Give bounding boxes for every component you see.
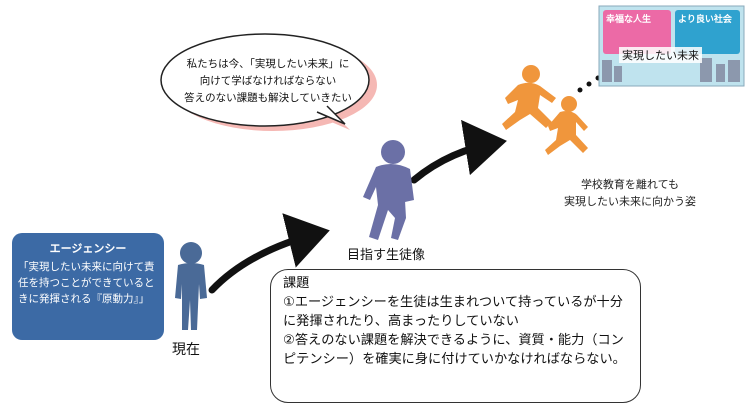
speech-bubble <box>160 33 377 131</box>
runner-male-icon <box>502 65 556 130</box>
ellipsis-dots <box>577 75 601 93</box>
future-image <box>598 5 745 87</box>
goal-caption-line-1: 学校教育を離れても <box>580 178 680 191</box>
sign-text-2: より良い社会 <box>678 15 732 25</box>
agency-box: エージェンシー 「実現したい未来に向けて責任を持つことができているときに発揮され… <box>12 233 164 340</box>
speech-line-3: 答えのない課題も解決していきたい <box>184 92 352 104</box>
issues-title: 課題 <box>283 276 310 291</box>
sign-text-1: 幸福な人生 <box>606 15 652 25</box>
future-label: 実現したい未来 <box>619 47 702 63</box>
speech-line-2: 向けて学ばなければならない <box>199 75 337 87</box>
agency-title: エージェンシー <box>49 242 127 255</box>
present-label: 現在 <box>172 342 200 358</box>
agency-definition: 「実現したい未来に向けて責任を持つことができているときに発揮される『原動力』」 <box>18 261 155 305</box>
issue-item-2: ②答えのない課題を解決できるように、資質・能力（コンピテンシー）を確実に身に付け… <box>283 333 626 367</box>
goal-caption: 学校教育を離れても 実現したい未来に向かう姿 <box>560 176 700 210</box>
runner-female-icon <box>545 96 588 155</box>
issue-item-1: ①エージェンシーを生徒は生まれついて持っているが十分に発揮されたり、高まったりし… <box>283 295 623 329</box>
speech-line-1: 私たちは今、「実現したい未来」に <box>186 58 350 70</box>
ideal-student-label: 目指す生徒像 <box>347 248 426 263</box>
arrow-present-to-ideal <box>208 213 330 294</box>
child-figure-icon <box>175 242 207 330</box>
arrow-ideal-to-goal <box>410 119 507 184</box>
goal-caption-line-2: 実現したい未来に向かう姿 <box>564 195 696 208</box>
teen-figure-icon <box>363 140 414 240</box>
speech-bubble-text: 私たちは今、「実現したい未来」に 向けて学ばなければならない 答えのない課題も解… <box>168 56 368 107</box>
issues-box: 課題 ①エージェンシーを生徒は生まれついて持っているが十分に発揮されたり、高まっ… <box>270 269 641 403</box>
